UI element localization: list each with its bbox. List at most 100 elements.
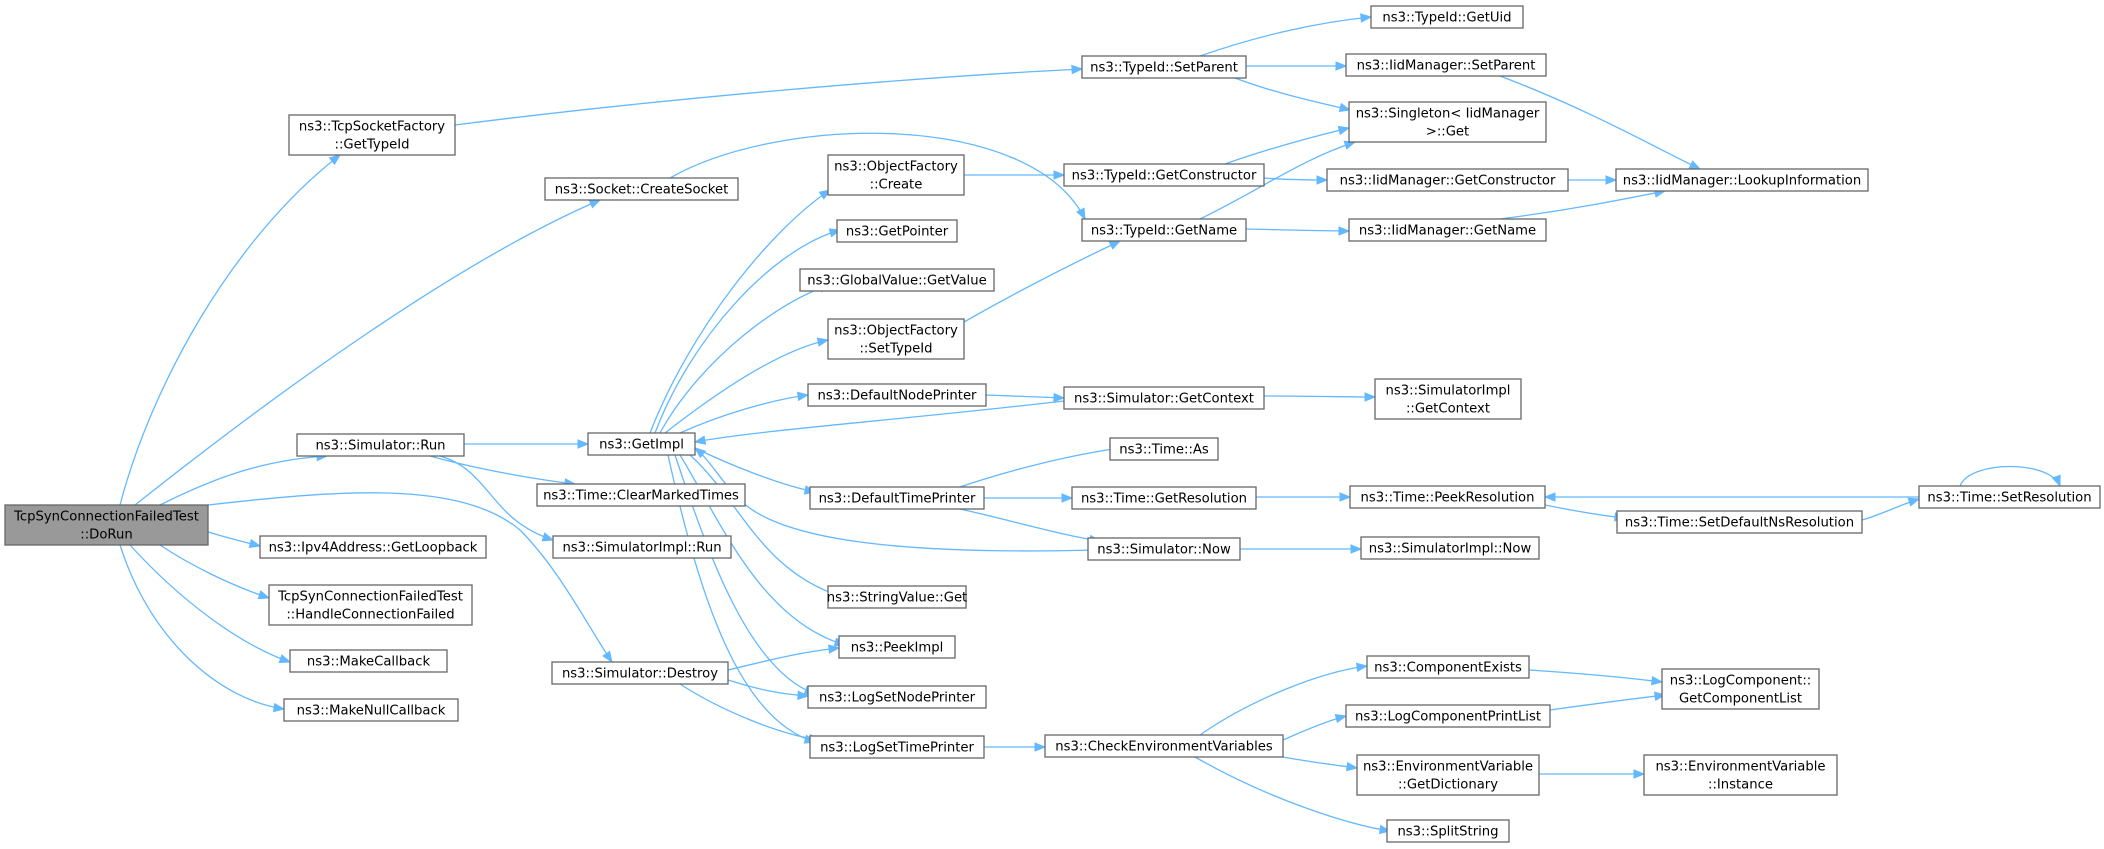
node-label: ns3::SimulatorImpl::Run <box>562 541 721 556</box>
arrowhead-iidsetparent-to-iidlookup <box>1688 160 1702 170</box>
node-singleton[interactable]: ns3::Singleton< IidManager>::Get <box>1348 101 1547 143</box>
node-tcpsf[interactable]: ns3::TcpSocketFactory::GetTypeId <box>288 114 456 156</box>
node-iidgetctor[interactable]: ns3::IidManager::GetConstructor <box>1326 168 1569 192</box>
arrowhead-ofsettypeid-to-tigetname <box>1108 240 1122 250</box>
node-label: ns3::IidManager::GetConstructor <box>1340 174 1556 189</box>
node-compexists[interactable]: ns3::ComponentExists <box>1366 655 1530 679</box>
node-tigetname[interactable]: ns3::TypeId::GetName <box>1081 218 1247 242</box>
node-tigetctor[interactable]: ns3::TypeId::GetConstructor <box>1063 163 1265 187</box>
node-simrun[interactable]: ns3::Simulator::Run <box>296 433 465 457</box>
node-label: >::Get <box>1426 125 1469 140</box>
arrowhead-defnodeprinter-to-simgetctx <box>1053 392 1066 403</box>
node-label: ns3::SplitString <box>1397 825 1498 840</box>
node-deftimeprinter[interactable]: ns3::DefaultTimePrinter <box>809 486 985 510</box>
node-ofsettypeid[interactable]: ns3::ObjectFactory::SetTypeId <box>827 318 965 360</box>
node-simimplgetctx[interactable]: ns3::SimulatorImpl::GetContext <box>1374 378 1522 420</box>
edge-deftimeprinter-to-simnow <box>959 508 1101 542</box>
node-gvgetvalue[interactable]: ns3::GlobalValue::GetValue <box>799 268 995 292</box>
node-simgetctx[interactable]: ns3::Simulator::GetContext <box>1063 386 1265 410</box>
node-label: ns3::Socket::CreateSocket <box>555 183 729 198</box>
node-logsetnode[interactable]: ns3::LogSetNodePrinter <box>807 685 987 709</box>
call-nodes: TcpSynConnectionFailedTest::DoRun ns3::Tc… <box>4 5 2101 843</box>
edge-checkenv-to-compexists <box>1199 665 1368 736</box>
edge-iidsetparent-to-iidlookup <box>1499 75 1701 170</box>
node-tisetparent[interactable]: ns3::TypeId::SetParent <box>1081 55 1247 79</box>
node-root[interactable]: TcpSynConnectionFailedTest::DoRun <box>4 504 209 546</box>
edge-root-to-simrun <box>159 455 328 506</box>
node-ofcreate[interactable]: ns3::ObjectFactory::Create <box>827 154 965 196</box>
node-logcompprint[interactable]: ns3::LogComponentPrintList <box>1345 704 1551 728</box>
edge-logcompprint-to-logcompget <box>1549 694 1666 711</box>
edge-simnow-to-getimpl <box>694 447 1096 552</box>
node-box <box>799 268 995 292</box>
node-getpointer[interactable]: ns3::GetPointer <box>836 219 958 243</box>
arrowhead-checkenv-to-compexists <box>1355 662 1369 673</box>
node-timeas[interactable]: ns3::Time::As <box>1109 437 1219 461</box>
node-getimpl[interactable]: ns3::GetImpl <box>587 432 696 456</box>
node-label: TcpSynConnectionFailedTest <box>13 510 199 525</box>
node-tigetuid[interactable]: ns3::TypeId::GetUid <box>1370 5 1524 29</box>
node-simimplnow[interactable]: ns3::SimulatorImpl::Now <box>1360 536 1540 560</box>
arrowhead-root-to-makecb <box>278 654 292 664</box>
node-envinstance[interactable]: ns3::EnvironmentVariable::Instance <box>1643 754 1838 796</box>
arrowhead-deftimeprinter-to-timegetres <box>1061 493 1074 503</box>
arrowhead-simdestroy-to-logsetnode <box>797 690 810 700</box>
node-iidsetparent[interactable]: ns3::IidManager::SetParent <box>1345 53 1547 77</box>
node-label: ::GetDictionary <box>1398 778 1498 793</box>
node-defnodeprinter[interactable]: ns3::DefaultNodePrinter <box>807 383 987 407</box>
edge-compexists-to-logcompget <box>1528 669 1663 683</box>
node-simnow[interactable]: ns3::Simulator::Now <box>1087 537 1241 561</box>
edge-createsocket-to-tigetname <box>669 132 1086 220</box>
node-box <box>288 114 456 156</box>
node-handlecf[interactable]: TcpSynConnectionFailedTest::HandleConnec… <box>268 584 473 626</box>
node-peekres[interactable]: ns3::Time::PeekResolution <box>1349 485 1546 509</box>
edge-defnodeprinter-to-simgetctx <box>985 394 1065 399</box>
node-box <box>1348 218 1547 242</box>
node-label: ns3::EnvironmentVariable <box>1363 760 1533 775</box>
node-timegetres[interactable]: ns3::Time::GetResolution <box>1071 486 1257 510</box>
node-box <box>536 483 746 507</box>
node-box <box>587 432 696 456</box>
node-label: ns3::ObjectFactory <box>834 324 958 339</box>
node-box <box>1044 734 1284 758</box>
node-label: ns3::PeekImpl <box>851 641 944 656</box>
node-loopback[interactable]: ns3::Ipv4Address::GetLoopback <box>259 535 487 559</box>
node-simdestroy[interactable]: ns3::Simulator::Destroy <box>551 661 729 685</box>
node-checkenv[interactable]: ns3::CheckEnvironmentVariables <box>1044 734 1284 758</box>
node-label: ns3::Simulator::Run <box>315 439 445 454</box>
node-logcompget[interactable]: ns3::LogComponent::GetComponentList <box>1661 668 1820 710</box>
node-createsocket[interactable]: ns3::Socket::CreateSocket <box>544 177 739 201</box>
node-makenullcb[interactable]: ns3::MakeNullCallback <box>283 698 459 722</box>
node-timesetres[interactable]: ns3::Time::SetResolution <box>1918 485 2101 509</box>
node-strget[interactable]: ns3::StringValue::Get <box>827 585 967 609</box>
arrowhead-simnow-to-simimplnow <box>1350 544 1363 554</box>
node-makecb[interactable]: ns3::MakeCallback <box>289 649 448 673</box>
node-peekimpl[interactable]: ns3::PeekImpl <box>838 635 956 659</box>
node-clearmarked[interactable]: ns3::Time::ClearMarkedTimes <box>536 483 746 507</box>
node-label: ns3::TypeId::GetUid <box>1382 11 1511 26</box>
edge-getimpl-to-logsettime <box>667 454 816 743</box>
edge-tigetname-to-singleton <box>1199 141 1356 220</box>
node-label: ns3::Simulator::Destroy <box>562 667 718 682</box>
node-box <box>1081 218 1247 242</box>
node-iidlookup[interactable]: ns3::IidManager::LookupInformation <box>1615 168 1869 192</box>
node-label: ns3::MakeCallback <box>307 655 431 670</box>
node-box <box>289 649 448 673</box>
node-box <box>1326 168 1569 192</box>
node-box <box>809 486 985 510</box>
node-label: ns3::Time::ClearMarkedTimes <box>543 489 739 504</box>
edge-root-to-makecb <box>129 544 291 663</box>
node-box <box>1348 101 1547 143</box>
arrowhead-setdefns-to-timesetres <box>1907 497 1921 507</box>
edge-ofsettypeid-to-tigetname <box>963 240 1121 323</box>
node-splitstring[interactable]: ns3::SplitString <box>1386 819 1510 843</box>
edge-peekres-to-setdefns <box>1544 504 1626 519</box>
node-setdefns[interactable]: ns3::Time::SetDefaultNsResolution <box>1616 510 1863 534</box>
node-iidgetname[interactable]: ns3::IidManager::GetName <box>1348 218 1547 242</box>
node-envgetdict[interactable]: ns3::EnvironmentVariable::GetDictionary <box>1356 754 1540 796</box>
node-simimplrun[interactable]: ns3::SimulatorImpl::Run <box>552 535 732 559</box>
node-label: GetComponentList <box>1679 692 1802 707</box>
node-logsettime[interactable]: ns3::LogSetTimePrinter <box>809 735 985 759</box>
node-box <box>827 318 965 360</box>
arrowhead-getimpl-to-ofsettypeid <box>816 337 830 347</box>
